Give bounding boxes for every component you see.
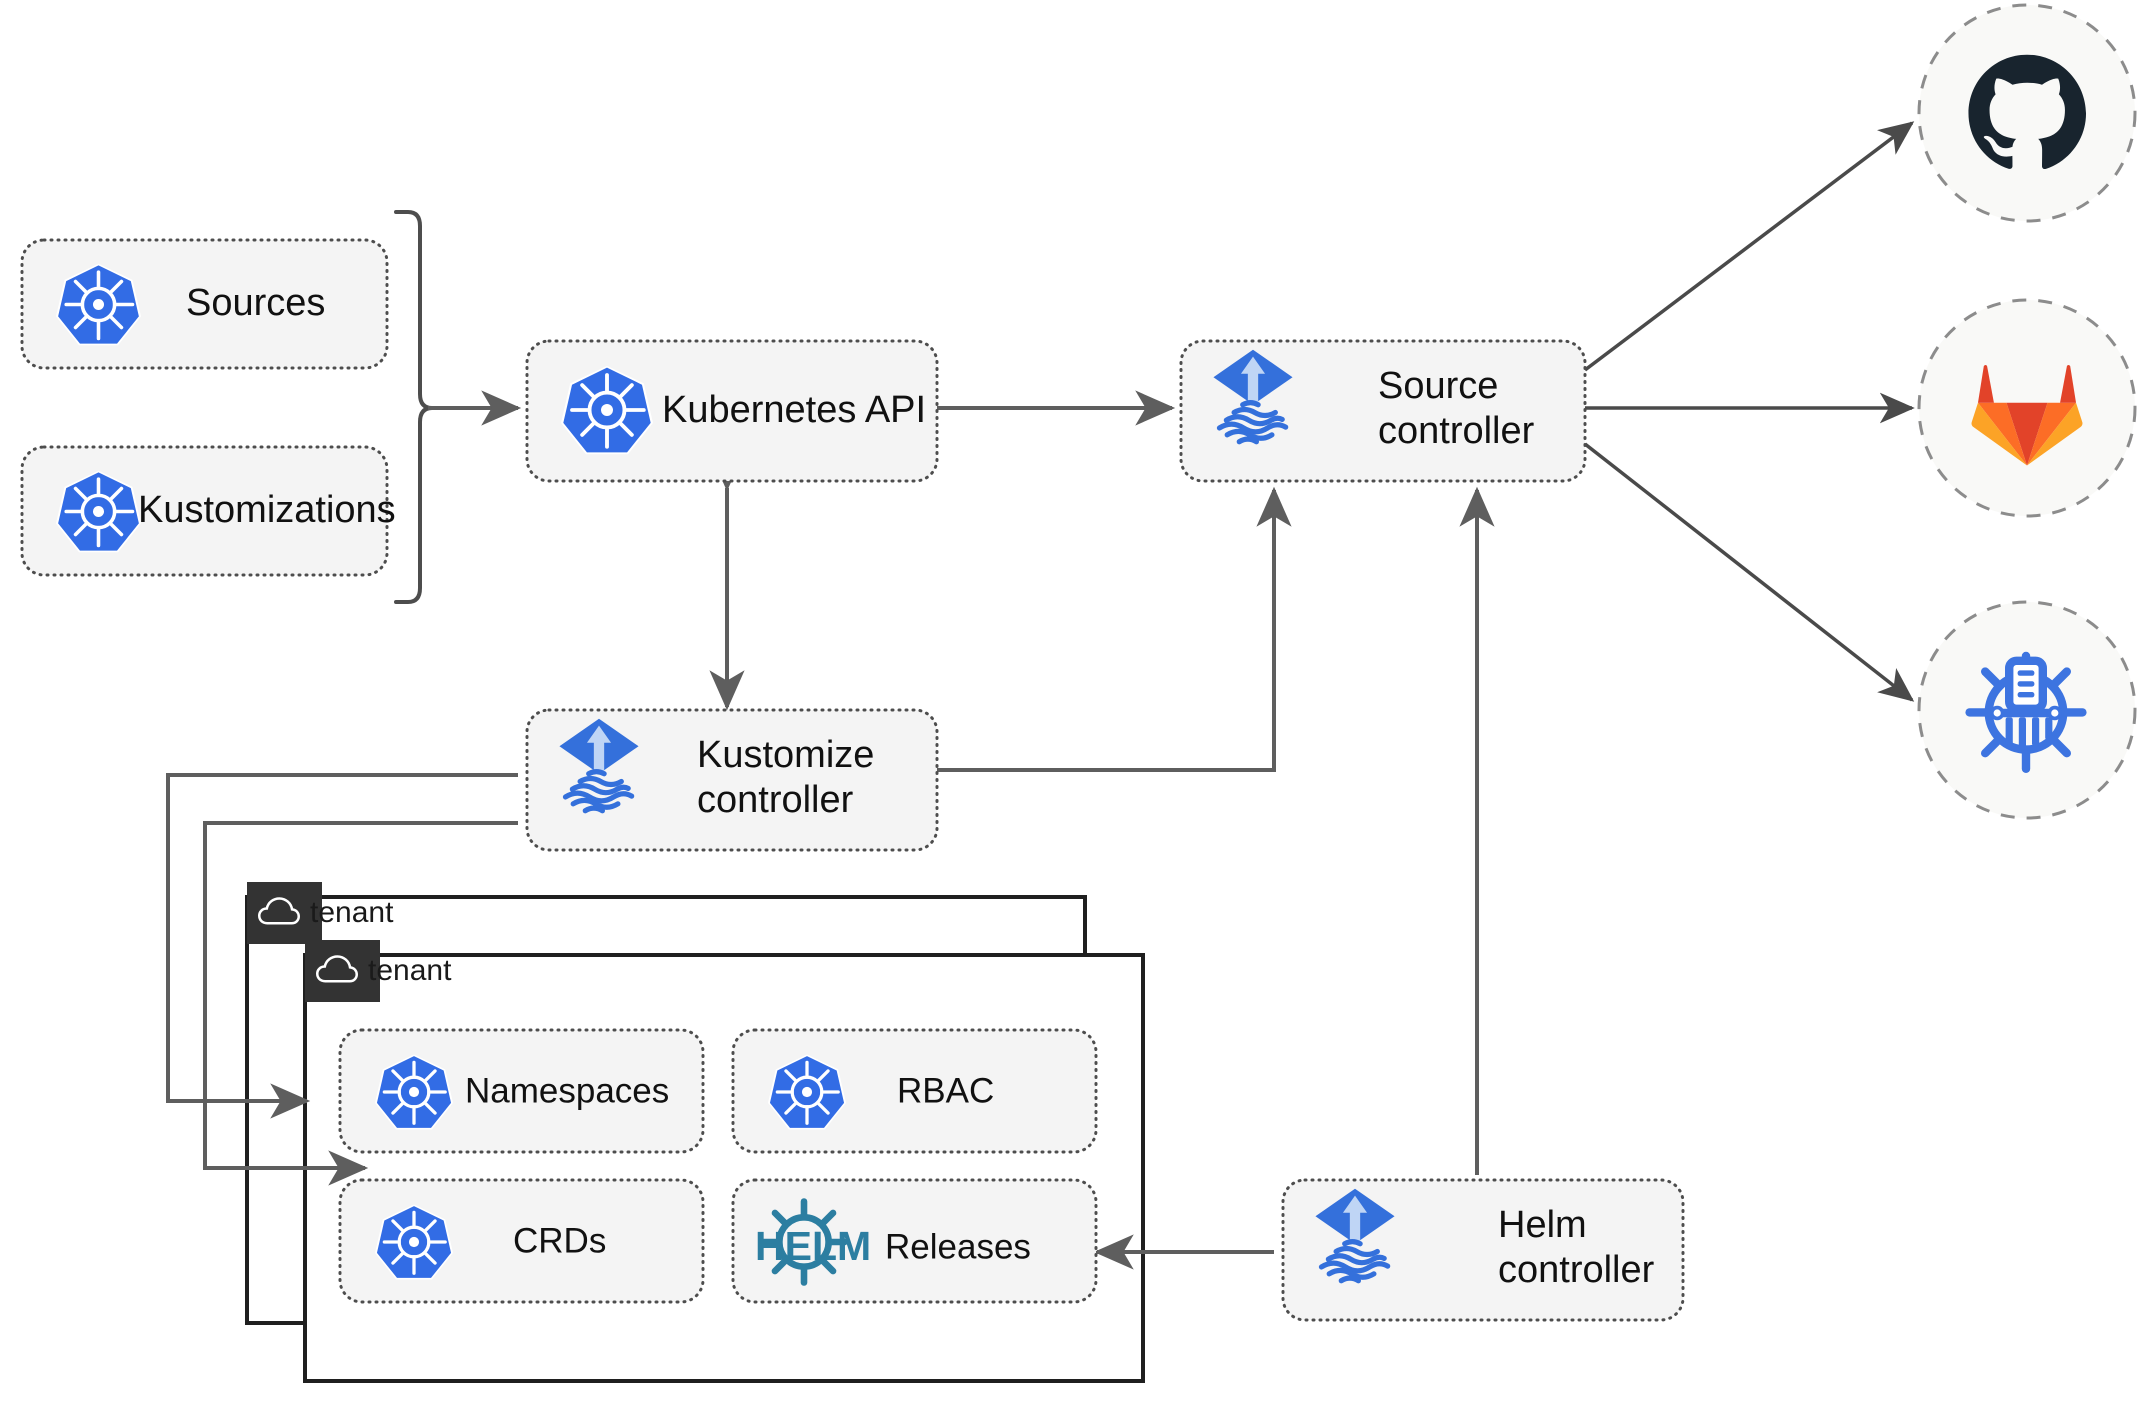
node-label-releases: Releases [885,1227,1031,1266]
node-label-source-controller-line1: Source [1378,365,1498,407]
tenant-card-front[interactable]: tenant [303,940,1145,1383]
node-label-kubernetes-api: Kubernetes API [662,389,926,431]
node-namespaces[interactable]: Namespaces [338,1028,705,1154]
node-helm-controller[interactable]: Helm controller [1281,1178,1685,1322]
node-gitlab[interactable] [1917,298,2137,518]
node-source-controller[interactable]: Source controller [1179,339,1587,483]
node-label-kustomize-controller-line2: controller [697,779,854,821]
node-label-kustomizations: Kustomizations [138,489,396,531]
node-label-crds: CRDs [513,1221,606,1260]
node-kustomize-controller[interactable]: Kustomize controller [525,708,939,852]
node-releases[interactable]: HELM Releases [731,1178,1098,1304]
edge-source-to-chartmuseum [1583,442,1915,702]
node-sources[interactable]: Sources [20,238,389,370]
edge-kustomize-to-tenant-back [166,773,518,1119]
node-github[interactable] [1917,3,2137,223]
node-rbac[interactable]: RBAC [731,1028,1098,1154]
node-label-kustomize-controller-line1: Kustomize [697,734,874,776]
edge-kustomize-to-source [937,486,1292,772]
node-crds[interactable]: CRDs [338,1178,705,1304]
node-label-sources: Sources [186,282,325,324]
edge-resources-brace [394,210,433,604]
node-label-rbac: RBAC [897,1071,994,1110]
tenant-label-front: tenant [368,954,452,987]
chartmuseum-icon [1970,656,2083,769]
node-label-helm-controller-line1: Helm [1498,1204,1587,1246]
node-chartmuseum[interactable] [1917,600,2137,820]
node-label-namespaces: Namespaces [465,1071,669,1110]
edge-source-to-github [1583,121,1915,372]
helm-wordmark: HELM [755,1223,871,1269]
node-label-helm-controller-line2: controller [1498,1249,1655,1291]
node-label-source-controller-line2: controller [1378,410,1535,452]
node-kustomizations[interactable]: Kustomizations [20,445,396,577]
tenant-label-back: tenant [310,896,394,929]
edge-kustomize-to-tenant-front [203,821,518,1186]
node-kubernetes-api[interactable]: Kubernetes API [525,339,939,483]
